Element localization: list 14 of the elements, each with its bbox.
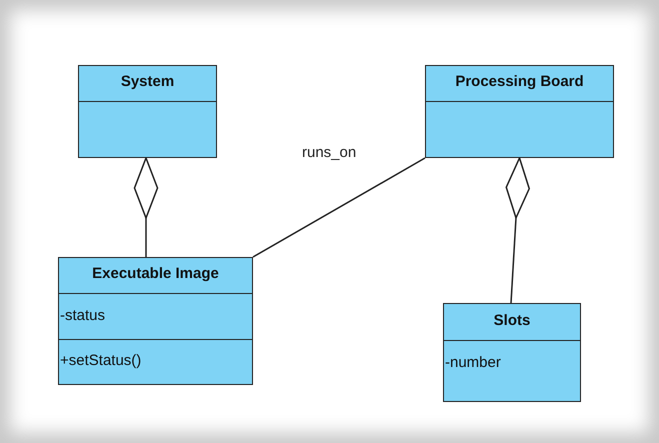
aggregation-line xyxy=(134,157,158,257)
association-line xyxy=(252,157,426,258)
attribute-text: -status xyxy=(60,307,106,324)
operation-text: +setStatus() xyxy=(60,352,142,369)
attribute-text: -number xyxy=(445,354,501,371)
class-name: Processing Board xyxy=(454,73,585,90)
class-box xyxy=(425,65,614,158)
class-name: System xyxy=(120,73,176,90)
class-box xyxy=(443,303,581,402)
class-box xyxy=(58,257,253,385)
class-name: Executable Image xyxy=(91,265,220,282)
aggregation-line xyxy=(506,157,530,304)
class-name: Slots xyxy=(492,312,532,329)
class-box xyxy=(78,65,217,158)
